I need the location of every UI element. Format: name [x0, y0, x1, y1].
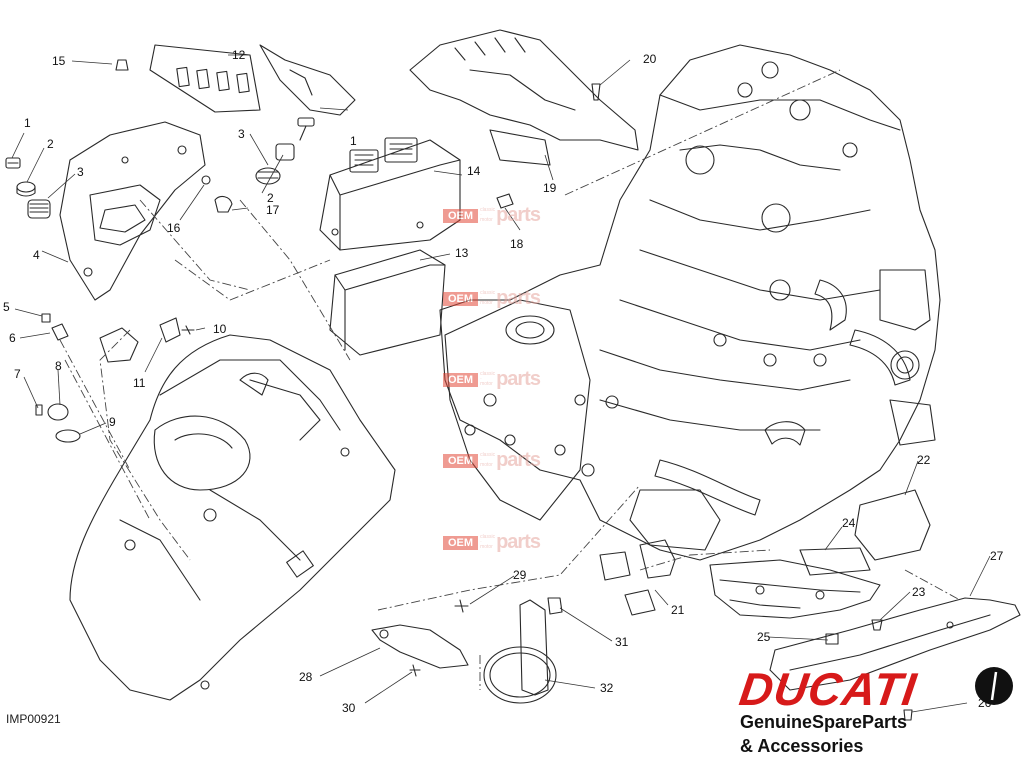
- callout-22: 22: [917, 453, 931, 467]
- watermark-badge: OEM: [443, 372, 479, 387]
- brand-shield-icon: [975, 667, 1013, 705]
- callout-2: 2: [267, 191, 274, 205]
- watermark-oem-parts: OEM classic · motor parts: [443, 531, 541, 554]
- callout-9: 9: [109, 415, 116, 429]
- callout-30: 30: [342, 701, 356, 715]
- watermark-word: parts: [496, 449, 541, 471]
- callout-24: 24: [842, 516, 856, 530]
- callout-3: 3: [238, 127, 245, 141]
- diagram-reference-code: IMP00921: [6, 712, 61, 726]
- brand-tagline-line1: GenuineSpareParts: [740, 712, 908, 732]
- callout-6: 6: [9, 331, 16, 345]
- watermark-badge: OEM: [443, 535, 479, 550]
- watermark-oem-parts: OEM classic · motor parts: [443, 287, 541, 310]
- engine-block: [439, 44, 941, 561]
- callout-28: 28: [299, 670, 313, 684]
- callout-10: 10: [213, 322, 227, 336]
- callout-1: 1: [350, 134, 357, 148]
- callout-8: 8: [55, 359, 62, 373]
- callout-15: 15: [52, 54, 66, 68]
- callout-14: 14: [467, 164, 481, 178]
- callout-18: 18: [510, 237, 524, 251]
- callout-5: 5: [3, 300, 10, 314]
- watermark-badge: OEM: [443, 453, 479, 468]
- watermark-word: parts: [496, 368, 541, 390]
- callout-27: 27: [990, 549, 1004, 563]
- watermark-badge: OEM: [443, 291, 479, 306]
- callout-25: 25: [757, 630, 771, 644]
- callout-23: 23: [912, 585, 926, 599]
- callout-16: 16: [167, 221, 181, 235]
- callout-29: 29: [513, 568, 527, 582]
- callout-3: 3: [77, 165, 84, 179]
- callout-20: 20: [643, 52, 657, 66]
- watermark-small-text: classic · motor: [480, 534, 496, 550]
- watermark-word: parts: [496, 204, 541, 226]
- watermark-word: parts: [496, 531, 541, 553]
- watermark-oem-parts: OEM classic · motor parts: [443, 449, 541, 472]
- brand-logo-text: DUCATI: [736, 663, 920, 715]
- ecu: [319, 139, 461, 251]
- callout-11: 11: [133, 376, 146, 390]
- watermark-small-text: classic · motor: [480, 207, 496, 223]
- callout-4: 4: [33, 248, 40, 262]
- callout-12: 12: [232, 48, 246, 62]
- brand-tagline-line2: & Accessories: [740, 736, 864, 756]
- callout-2: 2: [47, 137, 54, 151]
- fairing-cover: [69, 334, 396, 701]
- bracket-plate: [59, 121, 206, 301]
- callout-13: 13: [455, 246, 469, 260]
- callout-17: 17: [266, 203, 280, 217]
- watermark-oem-parts: OEM classic · motor parts: [443, 368, 541, 391]
- watermark-word: parts: [496, 287, 541, 309]
- watermark-badge: OEM: [443, 208, 479, 223]
- watermark-small-text: classic · motor: [480, 371, 496, 387]
- callout-1: 1: [24, 116, 31, 130]
- callout-32: 32: [600, 681, 614, 695]
- watermark-small-text: classic · motor: [480, 290, 496, 306]
- callout-31: 31: [615, 635, 629, 649]
- heat-shield: [409, 29, 639, 151]
- brand-block: DUCATI GenuineSpareParts & Accessories: [736, 662, 1024, 768]
- callout-19: 19: [543, 181, 557, 195]
- watermark-small-text: classic · motor: [480, 452, 496, 468]
- callout-21: 21: [671, 603, 685, 617]
- callout-7: 7: [14, 367, 21, 381]
- watermark-oem-parts: OEM classic · motor parts: [443, 204, 541, 227]
